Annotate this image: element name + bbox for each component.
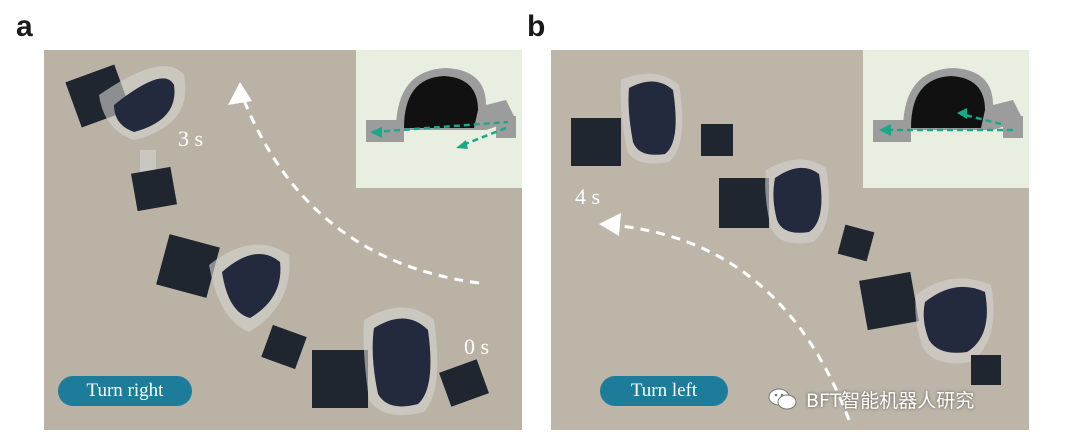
panel-letter-a: a <box>16 10 33 43</box>
photo-turn-left: 4 s Turn left <box>551 50 1029 430</box>
time-label-start: 0 s <box>464 334 490 359</box>
leg-mechanism-diagram <box>863 50 1029 188</box>
label-turn-right: Turn right <box>58 376 192 406</box>
time-label-end: 4 s <box>575 184 601 209</box>
photo-turn-right: 3 s 0 s Turn right <box>44 50 522 430</box>
leg-mechanism-diagram <box>356 50 522 188</box>
panel-letter-b: b <box>527 10 546 43</box>
inset-diagram-left <box>863 50 1029 188</box>
robot-middle <box>719 159 875 262</box>
watermark: BFT智能机器人研究 <box>768 384 974 414</box>
actuation-arrow <box>373 120 509 134</box>
trajectory-arrow-head <box>228 82 252 105</box>
time-label-end: 3 s <box>178 126 204 151</box>
robot-bottom <box>859 271 1001 385</box>
robot-top <box>571 73 733 166</box>
trajectory-arrow-path <box>610 223 851 421</box>
robot-bottom <box>312 307 489 416</box>
robot-middle <box>156 234 307 370</box>
trajectory-arrow-head <box>599 213 621 236</box>
wechat-icon <box>768 388 797 410</box>
trajectory-arrow-path <box>238 89 480 285</box>
label-turn-left: Turn left <box>600 376 728 406</box>
robot-top-left <box>65 64 186 212</box>
inset-diagram-right <box>356 50 522 188</box>
watermark-text: BFT智能机器人研究 <box>806 389 975 412</box>
